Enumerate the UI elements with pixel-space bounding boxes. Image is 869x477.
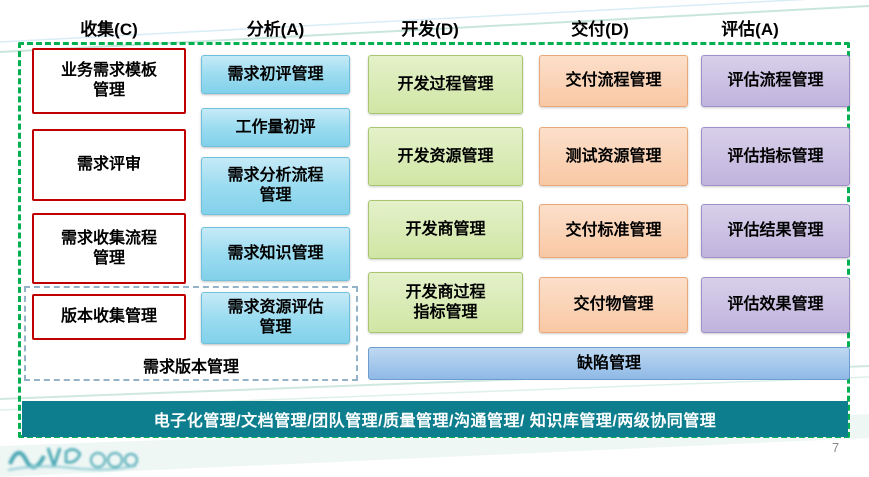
defect-management-bar: 缺陷管理	[368, 347, 850, 380]
box-requirement-review: 需求评审	[32, 129, 186, 201]
column-header-collect: 收集(C)	[80, 19, 138, 39]
box-eval-result: 评估结果管理	[701, 204, 850, 258]
box-business-requirement-template: 业务需求模板 管理	[32, 48, 186, 114]
column-header-deliver: 交付(D)	[571, 19, 629, 39]
box-delivery-flow: 交付流程管理	[539, 55, 688, 107]
box-deliverable: 交付物管理	[539, 277, 688, 333]
column-header-evaluate: 评估(A)	[721, 19, 779, 39]
version-group-border	[24, 286, 358, 381]
logo	[7, 447, 138, 471]
column-header-analyze: 分析(A)	[246, 19, 305, 39]
version-group-label: 需求版本管理	[142, 359, 239, 376]
box-eval-flow: 评估流程管理	[701, 55, 850, 107]
box-workload-initial-eval: 工作量初评	[201, 108, 350, 147]
box-vendor-management: 开发商管理	[368, 200, 523, 259]
box-requirement-initial-eval: 需求初评管理	[201, 55, 350, 94]
box-delivery-standard: 交付标准管理	[539, 204, 688, 258]
column-header-develop: 开发(D)	[401, 19, 459, 39]
box-requirement-analysis-flow: 需求分析流程 管理	[201, 157, 350, 215]
page-number: 7	[832, 440, 840, 455]
box-dev-resource: 开发资源管理	[368, 127, 523, 186]
box-requirement-collection-flow: 需求收集流程 管理	[32, 213, 186, 284]
box-requirement-knowledge: 需求知识管理	[201, 227, 350, 281]
box-version-collection: 版本收集管理	[32, 294, 186, 340]
support-management-bar: 电子化管理/文档管理/团队管理/质量管理/沟通管理/ 知识库管理/两级协同管理	[22, 401, 848, 437]
box-eval-effect: 评估效果管理	[701, 277, 850, 333]
box-test-resource: 测试资源管理	[539, 127, 688, 186]
box-requirement-resource-eval: 需求资源评估 管理	[201, 292, 350, 344]
box-dev-process: 开发过程管理	[368, 55, 523, 114]
box-eval-kpi: 评估指标管理	[701, 127, 850, 186]
box-vendor-process-kpi: 开发商过程 指标管理	[368, 272, 523, 333]
